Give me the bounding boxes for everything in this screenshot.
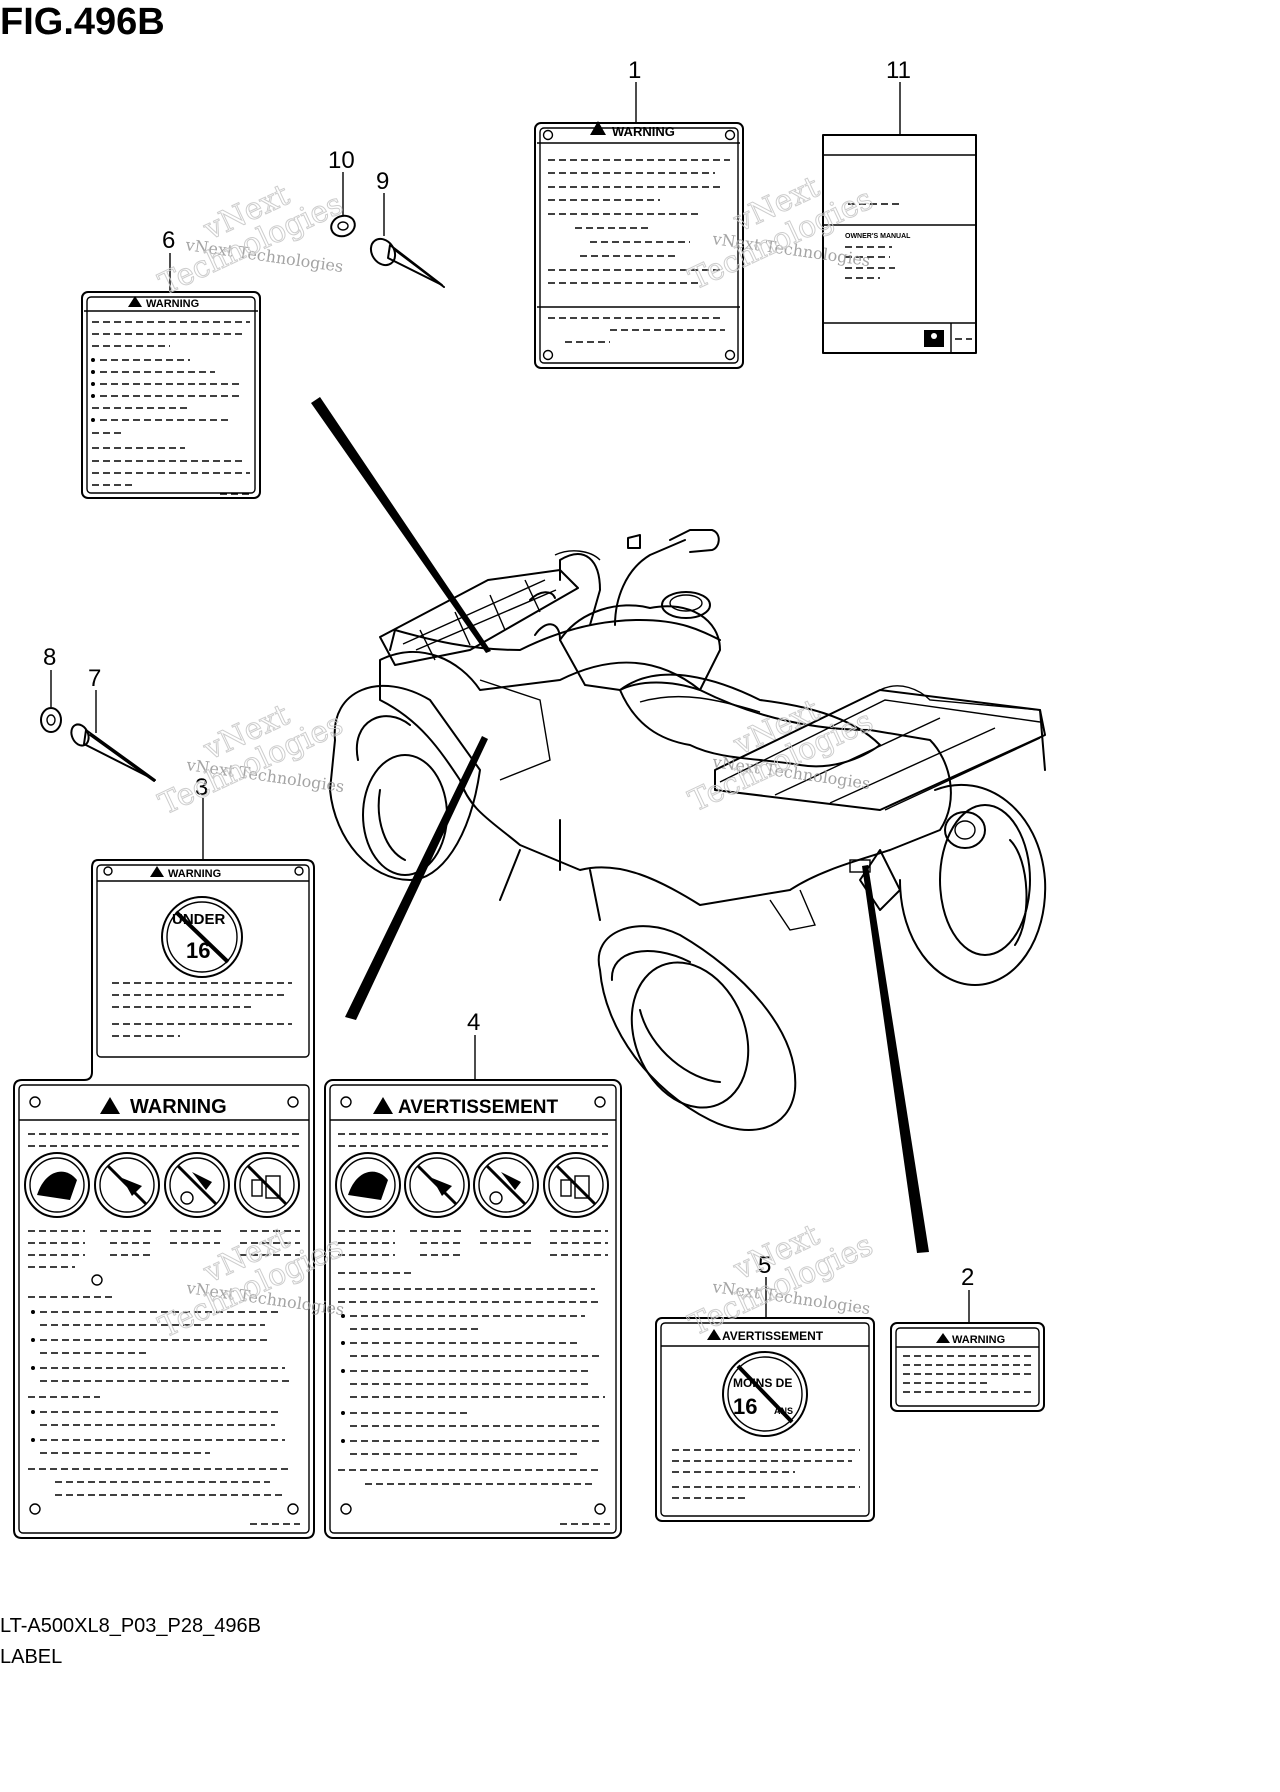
pointer-label-6 (311, 397, 491, 653)
callout-6: 6 (162, 227, 175, 254)
pointer-label-3 (345, 736, 488, 1020)
prohibition-icon-row (335, 1152, 609, 1218)
no-tow-icon (164, 1152, 230, 1218)
warning-triangle-icon (590, 121, 606, 135)
warning-triangle-icon (128, 296, 142, 307)
warning-triangle-icon (100, 1097, 120, 1114)
label-1: WARNING (534, 121, 744, 369)
rivet-9 (369, 237, 445, 288)
rivet-7 (70, 723, 156, 782)
callout-3: 3 (195, 774, 208, 801)
warning-triangle-icon (707, 1329, 721, 1340)
callout-10: 10 (328, 147, 355, 174)
no-under-16-fr-icon: MOINS DE 16 ANS (722, 1351, 808, 1437)
no-alcohol-icon (543, 1152, 609, 1218)
label-6-header: WARNING (146, 298, 199, 310)
washer-8 (40, 707, 62, 733)
atv-illustration (329, 529, 1047, 1131)
label-5: AVERTISSEMENT MOINS DE 16 ANS (655, 1317, 875, 1522)
no-under-16-icon: UNDER 16 (161, 896, 243, 978)
no-passenger-icon (335, 1152, 401, 1218)
no-paved-surface-icon (94, 1152, 160, 1218)
callout-2: 2 (961, 1264, 974, 1291)
age-16-fr-text: 16 (733, 1394, 757, 1419)
callout-9: 9 (376, 168, 389, 195)
no-tow-icon (473, 1152, 539, 1218)
pointer-label-2 (862, 865, 929, 1253)
no-alcohol-icon (234, 1152, 300, 1218)
watermark: vNext Technologies vNext Technologies vN… (153, 169, 879, 1346)
owners-manual-title: OWNER'S MANUAL (845, 233, 911, 240)
callout-11: 11 (886, 57, 911, 84)
warning-triangle-icon (936, 1333, 950, 1343)
brand-logo-icon (924, 330, 944, 347)
label-4-header: AVERTISSEMENT (398, 1097, 559, 1118)
callout-1: 1 (628, 57, 641, 84)
no-paved-surface-icon (404, 1152, 470, 1218)
owners-manual: OWNER'S MANUAL (822, 134, 977, 354)
figure-code: LT-A500XL8_P03_P28_496B (0, 1615, 261, 1637)
label-3: WARNING UNDER 16 (13, 859, 315, 1539)
callout-8: 8 (43, 644, 56, 671)
label-6: WARNING (81, 291, 261, 499)
ans-text: ANS (774, 1406, 793, 1416)
under-text: UNDER (172, 911, 226, 928)
label-4: AVERTISSEMENT (324, 1079, 622, 1539)
label-3-header: WARNING (168, 868, 221, 880)
no-passenger-icon (24, 1152, 90, 1218)
washer-10 (330, 214, 356, 238)
prohibition-icon-row (24, 1152, 300, 1218)
label-5-header: AVERTISSEMENT (722, 1329, 824, 1343)
callout-4: 4 (467, 1009, 480, 1036)
label-2: WARNING (890, 1322, 1045, 1412)
label-1-header: WARNING (612, 124, 675, 139)
age-16-text: 16 (186, 938, 210, 963)
warning-label-en: WARNING (18, 1084, 310, 1534)
callout-7: 7 (88, 665, 101, 692)
label-2-header: WARNING (952, 1334, 1005, 1346)
figure-title: FIG.496B (0, 1, 165, 43)
moins-de-text: MOINS DE (733, 1376, 792, 1390)
figure-caption: LABEL (0, 1646, 62, 1668)
warning-en-header: WARNING (130, 1096, 227, 1118)
callout-5: 5 (758, 1252, 771, 1279)
warning-triangle-icon (373, 1097, 393, 1114)
warning-triangle-icon (150, 866, 164, 877)
